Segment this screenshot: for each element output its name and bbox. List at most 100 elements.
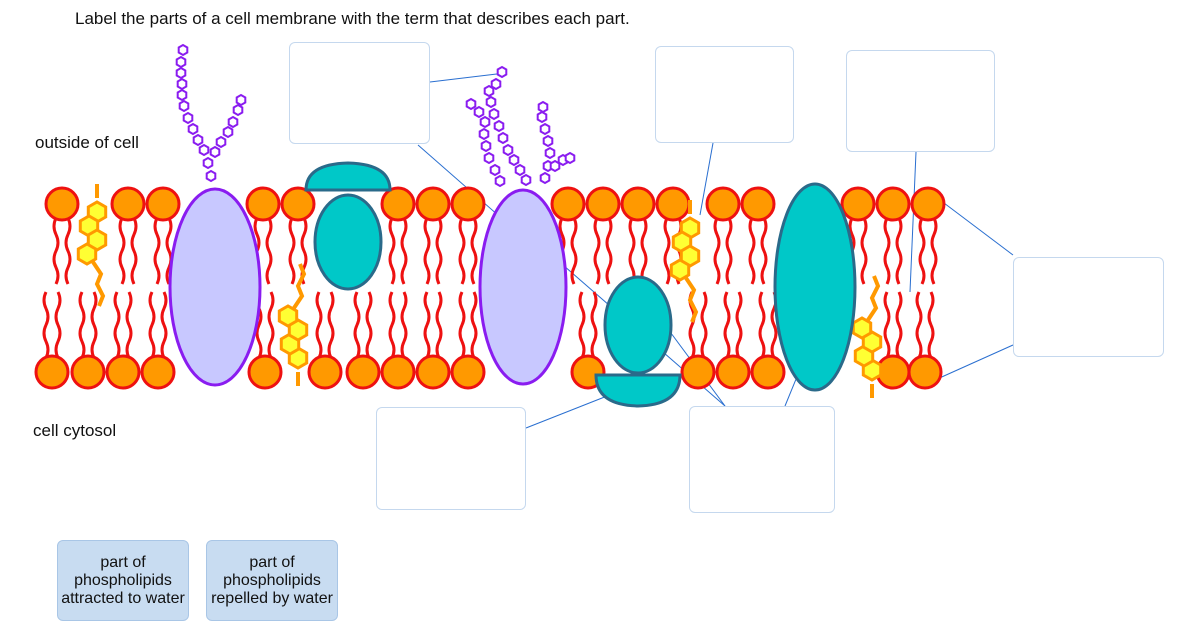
carbohydrate-unit [478, 127, 490, 141]
glycoprotein [478, 188, 568, 386]
drop-zone-3[interactable] [846, 50, 995, 152]
channel-protein [773, 182, 857, 392]
drop-zone-6[interactable] [689, 406, 835, 513]
carbohydrate-unit [539, 122, 551, 136]
leader-line [699, 142, 714, 216]
phosphate-head [145, 186, 181, 222]
carbohydrate-unit [182, 111, 194, 125]
leader-line [909, 151, 917, 293]
carbohydrate-unit [187, 122, 199, 136]
cholesterol-tail [684, 276, 699, 323]
fatty-acid-tail [640, 217, 648, 285]
carbohydrate-unit [520, 173, 532, 187]
phosphate-head [705, 186, 741, 222]
carbohydrate-unit [536, 110, 548, 124]
carbohydrate-unit [215, 135, 227, 149]
glycoprotein [168, 187, 262, 387]
fatty-acid-tail [725, 217, 733, 285]
fatty-acid-tail [590, 291, 598, 359]
drop-zone-5[interactable] [376, 407, 526, 510]
fatty-acid-tail [423, 291, 431, 359]
drop-zone-1[interactable] [289, 42, 430, 144]
carbohydrate-unit [485, 95, 497, 109]
leader-line [934, 344, 1014, 381]
fatty-acid-tail [160, 291, 168, 359]
fatty-acid-tail [125, 291, 133, 359]
fatty-acid-tail [628, 217, 636, 285]
phosphate-head [44, 186, 80, 222]
leader-line [429, 72, 506, 83]
carbohydrate-unit [490, 77, 502, 91]
phosphate-head [280, 186, 316, 222]
drop-zone-2[interactable] [655, 46, 794, 143]
phosphate-head [307, 354, 343, 390]
fatty-acid-tail [883, 291, 891, 359]
cholesterol-ring [277, 304, 299, 328]
phosphate-head [550, 186, 586, 222]
fatty-acid-tail [915, 291, 923, 359]
cholesterol-tail [91, 260, 106, 307]
fatty-acid-tail [927, 291, 935, 359]
fatty-acid-tail [570, 217, 578, 285]
fatty-acid-tail [470, 291, 478, 359]
fatty-acid-tail [90, 291, 98, 359]
carbohydrate-unit [235, 93, 247, 107]
fatty-acid-tail [883, 217, 891, 285]
phosphate-head [450, 354, 486, 390]
carbohydrate-unit [496, 65, 508, 79]
phosphate-head [655, 186, 691, 222]
carbohydrate-unit [537, 100, 549, 114]
phosphate-head [380, 186, 416, 222]
phosphate-head [140, 354, 176, 390]
fatty-acid-tail [327, 291, 335, 359]
drag-item-attracted-to-water[interactable]: part of phospholipids attracted to water [57, 540, 189, 621]
carbohydrate-unit [483, 151, 495, 165]
carbohydrate-unit [465, 97, 477, 111]
cholesterol-ring [851, 316, 873, 340]
phosphate-head [245, 186, 281, 222]
carbohydrate-unit [209, 145, 221, 159]
fatty-acid-tail [593, 217, 601, 285]
fatty-acid-tail [713, 217, 721, 285]
cell-cytosol-label: cell cytosol [33, 421, 117, 440]
fatty-acid-tail [758, 291, 766, 359]
fatty-acid-tail [578, 291, 586, 359]
fatty-acid-tail [723, 291, 731, 359]
carbohydrate-unit [544, 146, 556, 160]
fatty-acid-tail [760, 217, 768, 285]
carbohydrate-unit [175, 66, 187, 80]
fatty-acid-tail [64, 217, 72, 285]
carbohydrate-unit [542, 134, 554, 148]
phosphate-head [620, 186, 656, 222]
phosphate-head [450, 186, 486, 222]
phosphate-head [840, 186, 876, 222]
fatty-acid-tail [288, 217, 296, 285]
fatty-acid-tail [118, 217, 126, 285]
carbohydrate-unit [178, 99, 190, 113]
carbohydrate-unit [202, 156, 214, 170]
drag-item-repelled-by-water[interactable]: part of phospholipids repelled by water [206, 540, 338, 621]
fatty-acid-tail [315, 291, 323, 359]
fatty-acid-tail [458, 217, 466, 285]
carbohydrate-unit [494, 174, 506, 188]
carbohydrate-unit [205, 169, 217, 183]
phosphate-head [585, 186, 621, 222]
carbohydrate-unit [192, 133, 204, 147]
fatty-acid-tail [860, 217, 868, 285]
carbohydrate-unit [480, 139, 492, 153]
carbohydrate-unit [222, 125, 234, 139]
phosphate-head [110, 186, 146, 222]
fatty-acid-tail [930, 217, 938, 285]
fatty-acid-tail [663, 217, 671, 285]
drop-zone-4[interactable] [1013, 257, 1164, 357]
fatty-acid-tail [400, 291, 408, 359]
integral-protein [603, 275, 673, 375]
fatty-acid-tail [148, 291, 156, 359]
fatty-acid-tail [918, 217, 926, 285]
fatty-acid-tail [113, 291, 121, 359]
carbohydrate-unit [175, 55, 187, 69]
carbohydrate-unit [497, 131, 509, 145]
carbohydrate-unit [473, 105, 485, 119]
fatty-acid-tail [365, 291, 373, 359]
